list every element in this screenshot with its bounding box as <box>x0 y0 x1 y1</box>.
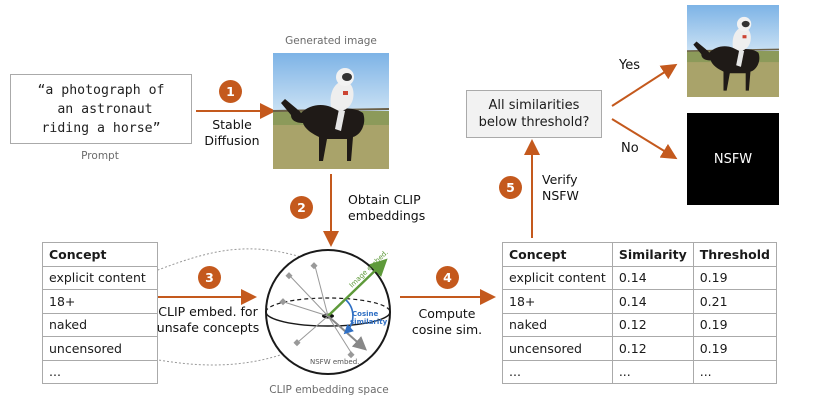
prompt-text: “a photograph of an astronaut riding a h… <box>37 82 165 136</box>
step-1-label: Stable Diffusion <box>204 117 260 148</box>
cosine-similarity-label: Cosine similarity <box>350 310 388 326</box>
step-3-label: CLIP embed. for unsafe concepts <box>156 304 260 335</box>
step-5-label: Verify NSFW <box>542 172 579 203</box>
unsafe-concepts-table: Concept explicit content 18+ naked uncen… <box>42 242 158 384</box>
embedding-space-caption: CLIP embedding space <box>269 384 389 396</box>
generated-image-caption: Generated image <box>285 35 377 47</box>
arrow-no <box>611 118 678 160</box>
arrow-yes <box>611 63 678 107</box>
prompt-caption: Prompt <box>81 150 119 162</box>
output-image-nsfw: NSFW <box>687 113 779 205</box>
table-row: 18+ <box>42 289 158 314</box>
table-row: 18+ 0.14 0.21 <box>502 289 777 314</box>
step-1-badge: 1 <box>219 80 242 103</box>
yes-label: Yes <box>619 58 640 73</box>
output-image-safe <box>687 5 779 97</box>
prompt-box: “a photograph of an astronaut riding a h… <box>10 74 192 144</box>
nsfw-embed-label: NSFW embed. <box>310 358 359 366</box>
table-row: naked 0.12 0.19 <box>502 312 777 337</box>
step-2-badge: 2 <box>290 196 313 219</box>
step-4-label: Compute cosine sim. <box>411 306 483 337</box>
step-2-label: Obtain CLIP embeddings <box>348 192 426 223</box>
step-3-badge: 3 <box>198 266 221 289</box>
nsfw-output-label: NSFW <box>713 151 753 167</box>
table-row: ... ... ... <box>502 359 777 384</box>
step-4-badge: 4 <box>436 266 459 289</box>
col-concept-header: Concept <box>502 242 613 267</box>
threshold-question: All similarities below threshold? <box>478 98 590 130</box>
table-row: naked <box>42 312 158 337</box>
table-row: uncensored 0.12 0.19 <box>502 336 777 361</box>
threshold-question-box: All similarities below threshold? <box>466 90 602 138</box>
table-row: ... <box>42 359 158 384</box>
col-threshold-header: Threshold <box>692 242 777 267</box>
clip-embedding-sphere: Image embed. NSFW embed. Cosine similari… <box>265 248 391 375</box>
no-label: No <box>621 141 639 156</box>
step-5-badge: 5 <box>499 176 522 199</box>
col-similarity-header: Similarity <box>611 242 694 267</box>
table-row: uncensored <box>42 336 158 361</box>
table-row: explicit content <box>42 265 158 290</box>
concepts-header: Concept <box>42 242 158 267</box>
table-row: explicit content 0.14 0.19 <box>502 265 777 290</box>
similarity-table: Concept Similarity Threshold explicit co… <box>502 242 777 384</box>
generated-image <box>273 53 389 169</box>
dotted-link-explicit <box>149 248 317 274</box>
